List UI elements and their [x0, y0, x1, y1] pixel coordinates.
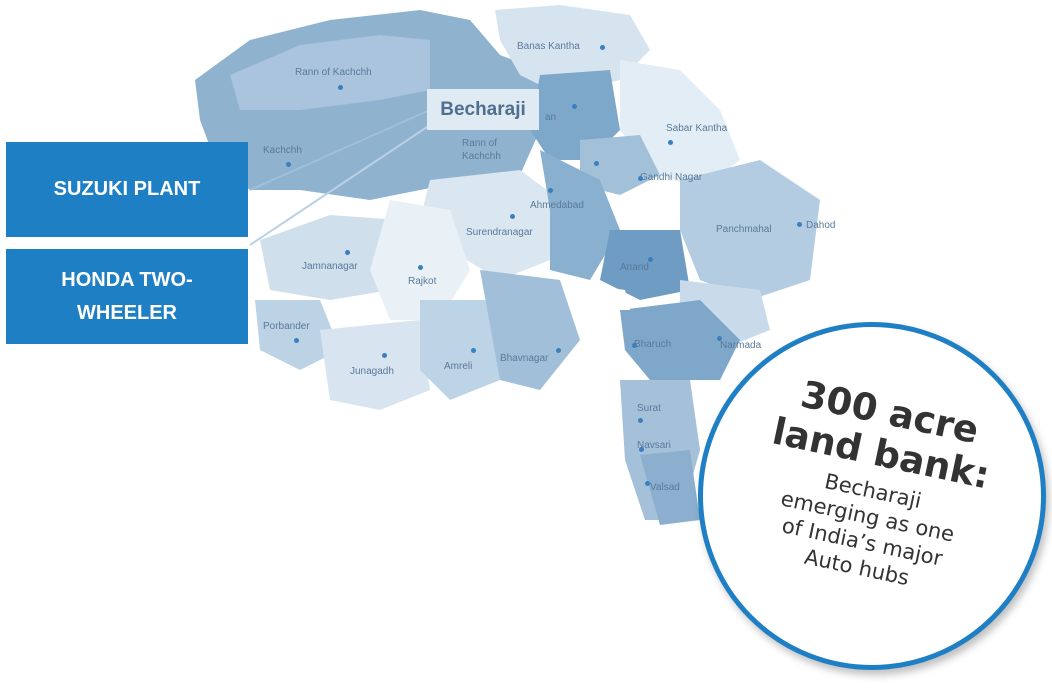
marker-amreli [471, 348, 476, 353]
marker-gandhi-nagar [638, 176, 643, 181]
callout-content: 300 acre land bank: Becharaji emerging a… [672, 296, 1052, 696]
label-patan: an [545, 112, 557, 123]
marker-bhavnagar [556, 348, 561, 353]
suzuki-plant-box: SUZUKI PLANT [6, 142, 248, 237]
label-narmada: Narmada [720, 340, 762, 351]
label-junagadh: Junagadh [350, 366, 394, 377]
marker-bharuch [632, 343, 637, 348]
label-jamnanagar: Jamnanagar [302, 261, 358, 272]
label-banas-kantha: Banas Kantha [517, 41, 580, 52]
marker-sabar-kantha [668, 140, 673, 145]
map-regions [195, 5, 820, 525]
marker-rajkot [418, 265, 423, 270]
becharaji-label: Becharaji [427, 89, 539, 130]
label-surendranagar: Surendranagar [466, 227, 533, 238]
label-valsad: Valsad [650, 482, 680, 493]
label-bharuch: Bharuch [634, 339, 672, 350]
label-rann-line1: Rann of [462, 138, 498, 149]
region-valsad [640, 450, 700, 525]
gujarat-map: Banas Kantha Rann of Kachchh Kachchh Ran… [195, 5, 836, 525]
marker-junagadh [382, 353, 387, 358]
label-amreli: Amreli [444, 361, 473, 372]
label-rann-of-kachchh: Rann of Kachchh [295, 67, 372, 78]
marker-valsad [645, 481, 650, 486]
land-bank-callout: 300 acre land bank: Becharaji emerging a… [698, 322, 1046, 670]
region-amreli [420, 300, 500, 400]
gulf-of-khambhat [590, 285, 630, 310]
label-kachchh: Kachchh [263, 145, 302, 156]
marker-surat [638, 418, 643, 423]
label-gandhi-nagar: Gandhi Nagar [640, 172, 703, 183]
label-sabar-kantha: Sabar Kantha [666, 123, 728, 134]
leader-line-honda [249, 124, 431, 246]
region-banas-kantha [495, 5, 650, 95]
honda-label-wrap: HONDA TWO- WHEELER [61, 264, 192, 330]
marker-banas-kantha [600, 45, 605, 50]
region-bhavnagar [480, 270, 580, 390]
honda-two-wheeler-box: HONDA TWO- WHEELER [6, 249, 248, 344]
region-rajkot [370, 200, 470, 320]
honda-label-line2: WHEELER [77, 301, 177, 324]
suzuki-plant-label: SUZUKI PLANT [53, 178, 201, 200]
region-porbander [255, 300, 340, 370]
marker-anand [648, 257, 653, 262]
label-panchmahal: Panchmahal [716, 224, 772, 235]
label-navsari: Navsari [637, 440, 671, 451]
label-surat: Surat [637, 403, 661, 414]
marker-ahmedabad [548, 188, 553, 193]
region-jamnagar [260, 215, 400, 300]
marker-rann [338, 85, 343, 90]
region-rann [230, 35, 430, 110]
region-panchmahal [680, 160, 820, 300]
honda-label-line1: HONDA TWO- [61, 268, 193, 291]
label-dahod: Dahod [806, 220, 836, 231]
marker-navsari [639, 447, 644, 452]
marker-jamnanagar [345, 250, 350, 255]
label-rajkot: Rajkot [408, 276, 437, 287]
label-bhavnagar: Bhavnagar [500, 353, 549, 364]
label-ahmedabad: Ahmedabad [530, 200, 584, 211]
region-bharuch [620, 300, 740, 380]
marker-kachchh [286, 162, 291, 167]
leader-line-suzuki [249, 109, 431, 191]
marker-mehsana [594, 161, 599, 166]
marker-dahod [797, 222, 802, 227]
marker-patan [572, 104, 577, 109]
label-rann-line2: Kachchh [462, 151, 501, 162]
marker-porbander [294, 338, 299, 343]
region-junagadh [320, 320, 430, 410]
region-ahmedabad [540, 150, 620, 280]
label-porbander: Porbander [263, 321, 310, 332]
region-patan [530, 70, 620, 160]
marker-narmada [717, 336, 722, 341]
label-anand: Anand [620, 262, 649, 273]
marker-surendranagar [510, 214, 515, 219]
region-anand [600, 230, 690, 300]
